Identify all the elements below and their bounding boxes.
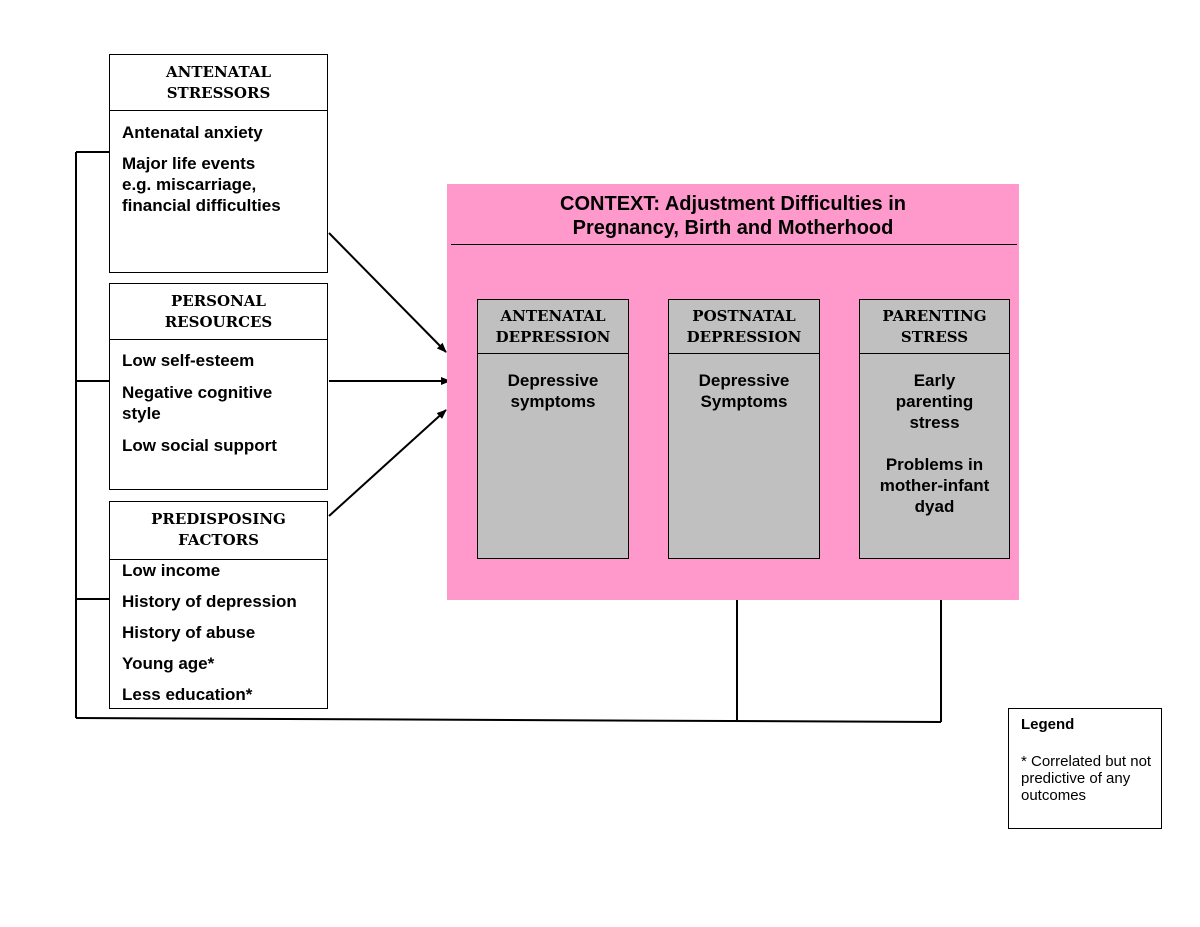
legend-box: Legend * Correlated but not predictive o… (1008, 708, 1162, 829)
antenatal-depression-body: Depressive symptoms (507, 371, 599, 411)
list-item: Low self-esteem (122, 351, 255, 370)
list-item: Low social support (122, 436, 277, 455)
spacer (860, 433, 1009, 454)
list-item: style (122, 404, 161, 423)
arrow-predisposing-factors-to-context (328, 409, 447, 517)
context-title: CONTEXT: Adjustment Difficulties in Preg… (560, 193, 906, 239)
parenting-stress-box: PARENTING STRESS Early parenting stress … (859, 299, 1010, 559)
antenatal-depression-box: ANTENATAL DEPRESSION Depressive symptoms (477, 299, 629, 559)
list-item: Negative cognitive (122, 383, 273, 402)
list-item: History of depression (122, 592, 297, 611)
list-item: Young age* (122, 654, 215, 673)
legend-title: Legend (1021, 716, 1075, 733)
context-panel: CONTEXT: Adjustment Difficulties in Preg… (447, 184, 1019, 600)
personal-resources-box: PERSONAL RESOURCES Low self-esteem Negat… (109, 283, 328, 490)
parenting-stress-body: Early parenting stress Problems in mothe… (860, 370, 1009, 517)
list-item: Major life events (122, 154, 256, 173)
arrow-antenatal-stressors-to-context (328, 232, 447, 353)
postnatal-depression-box: POSTNATAL DEPRESSION Depressive Symptoms (668, 299, 820, 559)
antenatal-stressors-title: ANTENATAL STRESSORS (110, 55, 327, 111)
list-item: History of abuse (122, 623, 256, 642)
parenting-stress-title: PARENTING STRESS (860, 300, 1009, 354)
list-item: e.g. miscarriage, (122, 175, 257, 194)
list-item: Less education* (122, 685, 253, 704)
postnatal-depression-body: Depressive Symptoms (698, 371, 790, 411)
list-item: Antenatal anxiety (122, 123, 263, 142)
bottom-feedback-line (75, 717, 942, 723)
context-divider (451, 244, 1017, 245)
list-item: financial difficulties (122, 196, 281, 215)
personal-resources-title: PERSONAL RESOURCES (110, 284, 327, 340)
list-item: Low income (122, 561, 221, 580)
antenatal-depression-title: ANTENATAL DEPRESSION (478, 300, 628, 354)
predisposing-factors-box: PREDISPOSING FACTORS Low income History … (109, 501, 328, 709)
predisposing-factors-title: PREDISPOSING FACTORS (110, 502, 327, 560)
postnatal-depression-title: POSTNATAL DEPRESSION (669, 300, 819, 354)
legend-note: * Correlated but not predictive of any o… (1021, 753, 1152, 804)
antenatal-stressors-box: ANTENATAL STRESSORS Antenatal anxiety Ma… (109, 54, 328, 273)
